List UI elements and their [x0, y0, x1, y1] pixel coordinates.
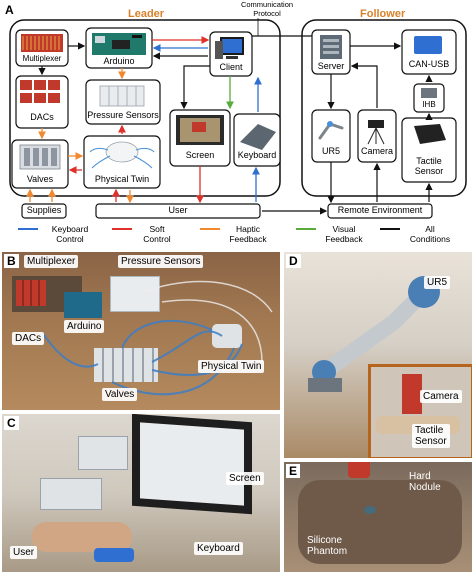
photo-b-dacs: DACs — [12, 332, 45, 345]
follower-frame — [301, 19, 467, 197]
leader-frame — [9, 19, 281, 197]
panel-e-photo: E Hard Nodule Silicone Phantom — [284, 462, 472, 572]
keyboard-device — [94, 548, 134, 562]
protocol-label: Communication Protocol — [240, 0, 294, 18]
red-probe — [348, 462, 370, 478]
legend-visual-text: Visual Feedback — [325, 224, 363, 244]
dacs-label: DACs — [30, 112, 54, 122]
remote-environment-label: Remote Environment — [337, 205, 423, 215]
can-usb-label: CAN-USB — [408, 59, 450, 69]
panel-a-letter: A — [2, 3, 17, 17]
photo-d-tactile-sensor: Tactile Sensor — [412, 424, 450, 448]
legend-all-text: All Conditions — [409, 224, 451, 244]
panel-c-photo: C Screen User Keyboard — [2, 414, 280, 572]
tactile-sensor-label: Tactile Sensor — [414, 156, 444, 176]
panel-c-letter: C — [4, 416, 19, 430]
panel-d-letter: D — [286, 254, 301, 268]
photo-b-valves: Valves — [102, 388, 138, 401]
keyboard-label: Keyboard — [237, 150, 277, 160]
photo-c-screen: Screen — [226, 472, 264, 485]
monitor-screen — [140, 422, 244, 506]
valve-manifold — [94, 348, 158, 382]
physical-twin-label: Physical Twin — [94, 174, 150, 184]
photo-b-physical-twin: Physical Twin — [198, 360, 265, 373]
panel-e-letter: E — [286, 464, 301, 478]
photo-b-pressure-sensors: Pressure Sensors — [118, 255, 204, 268]
screen-label: Screen — [185, 150, 215, 160]
panel-b-photo: B Multiplexer Pressure Sensors Arduino D… — [2, 252, 280, 410]
pressure-sensors-label: Pressure Sensors — [87, 110, 159, 120]
pressure-sensor-rack — [110, 276, 160, 312]
camera-node — [357, 109, 397, 163]
user-label: User — [168, 205, 188, 215]
supplies-node — [21, 203, 67, 219]
desk-box — [78, 436, 128, 470]
physical-twin-object — [212, 324, 242, 348]
remote-environment-node — [327, 203, 433, 219]
leader-title: Leader — [128, 8, 165, 20]
server-label: Server — [317, 61, 345, 71]
photo-c-user: User — [10, 546, 38, 559]
red-gripper — [402, 374, 422, 414]
arduino-board — [64, 292, 102, 318]
tubing-drawing — [41, 280, 273, 396]
phantom-body — [298, 480, 462, 564]
ihb-label: IHB — [422, 100, 436, 109]
nodule-spot — [364, 506, 376, 514]
photo-b-multiplexer: Multiplexer — [24, 255, 79, 268]
valve-unit — [40, 478, 102, 510]
arduino-label: Arduino — [103, 56, 135, 66]
camera-label: Camera — [360, 146, 393, 156]
photo-c-keyboard: Keyboard — [194, 542, 243, 555]
legend-keyboard-text: Keyboard Control — [51, 224, 89, 244]
photo-d-camera: Camera — [420, 390, 462, 403]
user-node — [95, 203, 261, 219]
legend-haptic-text: Haptic Feedback — [229, 224, 267, 244]
legend-soft-text: Soft Control — [143, 224, 171, 244]
photo-e-hard-nodule: Hard Nodule — [409, 471, 441, 493]
photo-d-ur5: UR5 — [424, 276, 451, 289]
panel-d-photo: D UR5 Camera Tactile Sensor — [284, 252, 472, 458]
multiplexer-label: Multiplexer — [22, 54, 62, 63]
red-boards — [16, 280, 46, 306]
valves-label: Valves — [26, 174, 54, 184]
follower-title: Follower — [360, 8, 406, 20]
client-label: Client — [219, 62, 243, 72]
supplies-label: Supplies — [26, 205, 62, 215]
panel-a-system-diagram: A Leader Follower Communication Protocol… — [0, 0, 474, 250]
user-hands — [32, 522, 132, 552]
photo-e-silicone-phantom: Silicone Phantom — [307, 535, 348, 557]
photo-b-arduino: Arduino — [64, 320, 105, 333]
system-diagram-svg — [9, 18, 467, 230]
ur5-label: UR5 — [321, 146, 340, 156]
panel-b-letter: B — [4, 254, 19, 268]
